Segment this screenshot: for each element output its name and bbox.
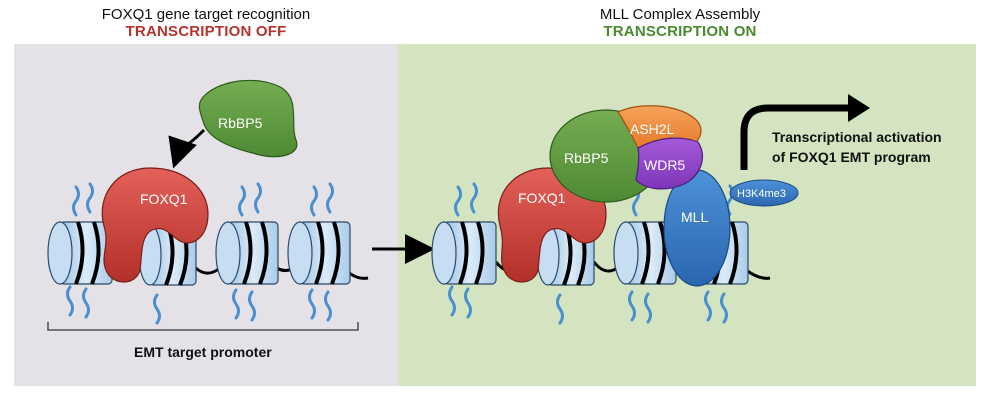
transcription-on-label: TRANSCRIPTION ON (603, 23, 757, 40)
rbbp5-label: RbBP5 (564, 150, 609, 166)
ash2l-label: ASH2L (630, 121, 675, 137)
activation-arrow (740, 104, 862, 170)
left-foxq1-label: FOXQ1 (140, 191, 188, 207)
left-nucleosome-3 (215, 221, 279, 285)
h3k4me3-label: H3K4me3 (737, 188, 786, 200)
activation-text-line2: of FOXQ1 EMT program (772, 149, 931, 165)
left-foxq1-protein (101, 167, 209, 283)
left-rbbp5-label: RbBP5 (218, 115, 263, 131)
mll-complex: MLL RbBP5 ASH2L WDR5 H3K4me3 (549, 105, 799, 287)
transcription-off-label: TRANSCRIPTION OFF (125, 23, 287, 40)
promoter-bracket (47, 322, 359, 331)
left-nucleosome-4 (287, 221, 351, 285)
wdr5-label: WDR5 (644, 157, 685, 173)
left-nucleosome-1 (47, 221, 113, 285)
left-rbbp5-protein (198, 79, 298, 158)
h3k4me3-mark (729, 179, 799, 207)
wdr5-protein (635, 137, 703, 190)
right-nucleosome-3 (613, 221, 677, 285)
mll-label: MLL (681, 209, 708, 225)
activation-text-line1: Transcriptional activation (772, 129, 942, 145)
activation-arrow-head (848, 94, 870, 122)
left-panel-title: FOXQ1 gene target recognition (101, 6, 311, 23)
promoter-label: EMT target promoter (134, 344, 272, 360)
right-panel-title: MLL Complex Assembly (599, 6, 761, 23)
recruitment-arrow (168, 128, 206, 169)
right-nucleosome-1 (431, 221, 497, 285)
right-foxq1-label: FOXQ1 (518, 190, 566, 206)
